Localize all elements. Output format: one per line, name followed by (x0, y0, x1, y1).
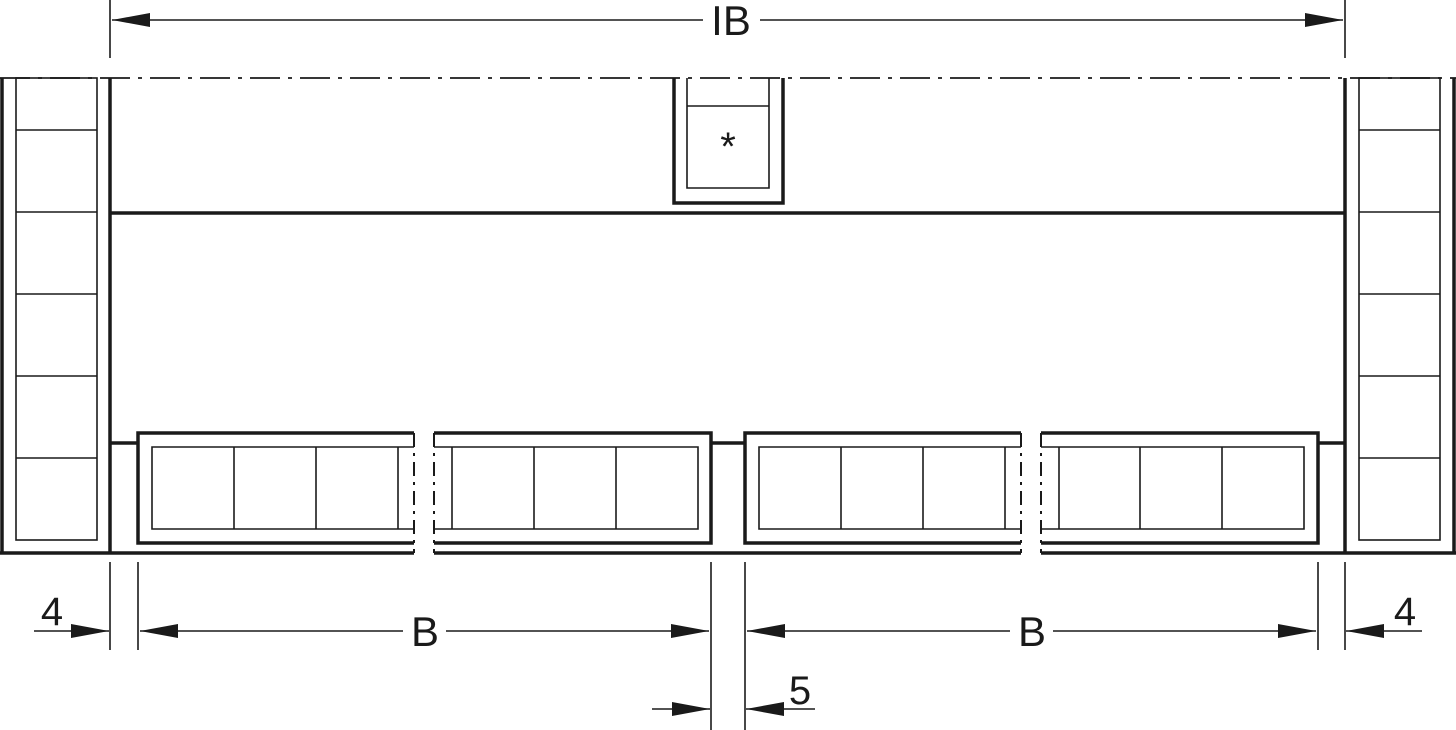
drawer-width-right-label: B (1018, 608, 1046, 655)
ib-label: IB (711, 0, 751, 44)
bottom-dimensions: 4 B B 4 5 (34, 562, 1422, 730)
drawer-width-left-label: B (411, 608, 439, 655)
center-connector: * (672, 78, 785, 205)
right-side-panel (1343, 77, 1456, 555)
gap-right-label: 4 (1394, 590, 1416, 634)
drawer-right (743, 431, 1320, 553)
drawer-left (136, 431, 713, 553)
bottom-rail (110, 441, 1345, 555)
left-side-panel (0, 77, 112, 555)
ib-dimension: IB (109, 0, 1346, 58)
gap-left-label: 4 (41, 590, 63, 634)
asterisk-marker: * (720, 125, 736, 169)
gap-middle-label: 5 (789, 669, 811, 713)
